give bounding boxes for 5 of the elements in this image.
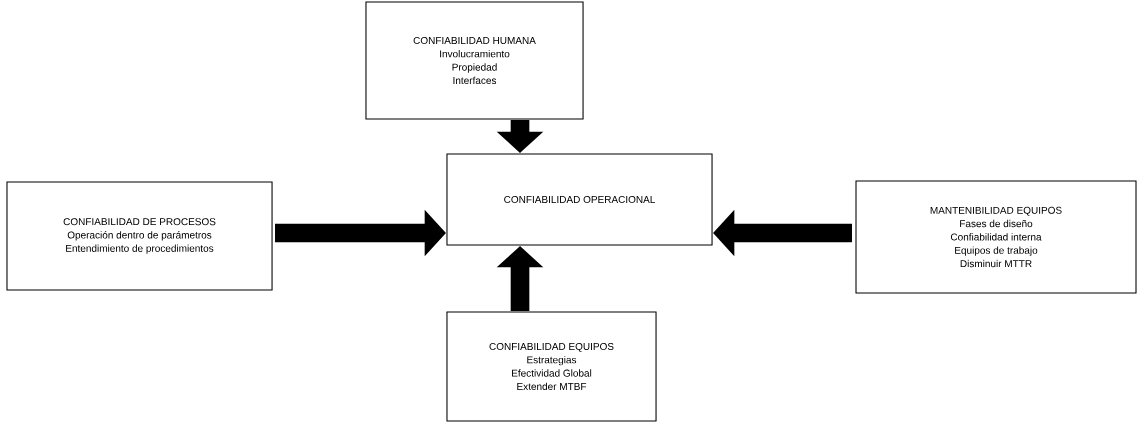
text-box: CONFIABILIDAD HUMANA Involucramiento Propiedad Interfaces (365, 1, 584, 120)
text-box: CONFIABILIDAD EQUIPOS Estrategias Efectividad Global Extender MTBF (446, 311, 657, 422)
text-box: CONFIABILIDAD OPERACIONAL (446, 153, 713, 246)
text-box: MANTENIBILIDAD EQUIPOS Fases de diseño Confiabilidad interna Equipos de trabajo Disminuir MTTR (855, 180, 1137, 294)
text-box: CONFIABILIDAD DE PROCESOS Operación dentro de parámetros Entendimiento de procedimientos (6, 181, 273, 291)
